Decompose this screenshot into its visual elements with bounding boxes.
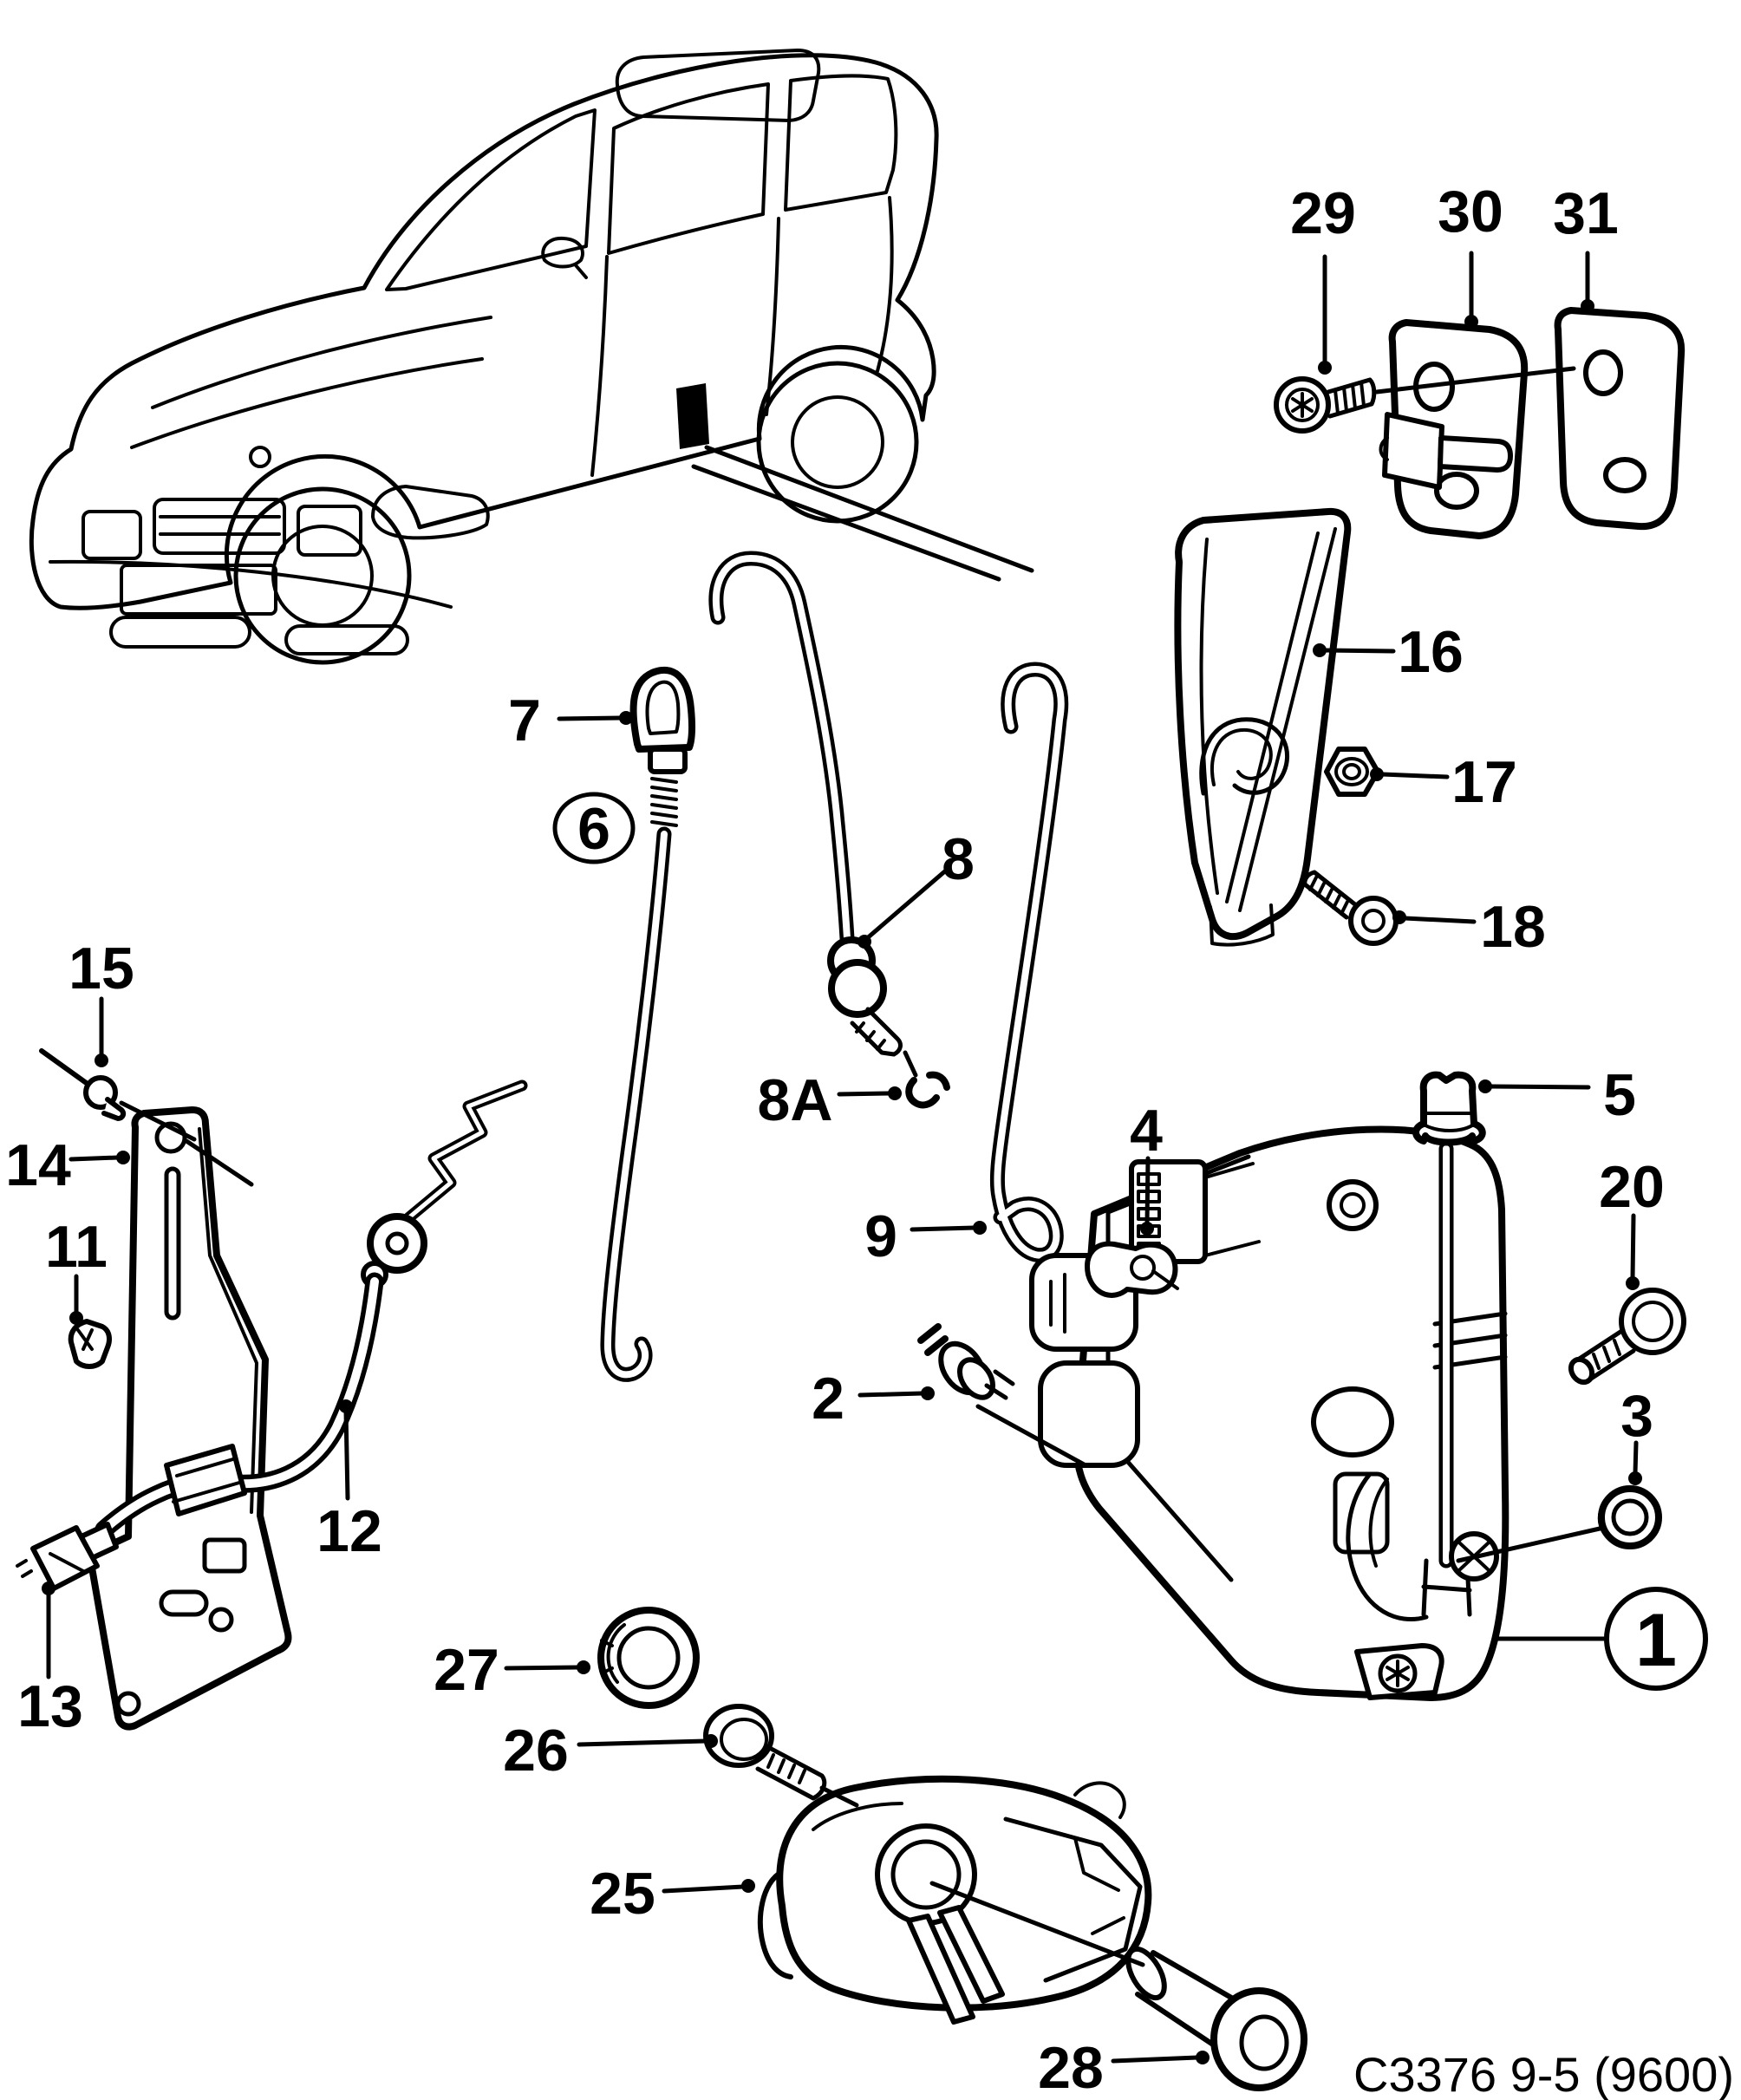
rear-door-window — [784, 74, 898, 212]
callout-6: 6 — [577, 796, 610, 862]
knob-rod — [608, 834, 664, 1374]
sunroof — [615, 49, 821, 122]
lock-trim-cover — [1174, 507, 1352, 947]
callout-13: 13 — [17, 1673, 83, 1739]
lock-cylinder-ring — [597, 1607, 700, 1709]
cylinder-screw — [703, 1704, 827, 1801]
side-mirror — [541, 236, 584, 269]
callout-31: 31 — [1553, 180, 1619, 246]
door-location-marker — [676, 383, 709, 449]
striker-shim — [1554, 307, 1686, 531]
lock-screw — [1568, 1288, 1686, 1386]
door-lock-assembly — [1029, 1125, 1510, 1701]
callout-11: 11 — [45, 1214, 108, 1280]
sealing-plug — [917, 1323, 1015, 1400]
callout-15: 15 — [68, 936, 134, 1001]
grommet — [1597, 1485, 1662, 1549]
callout-1-circled: 1 — [1604, 1587, 1708, 1691]
cover-screw — [1302, 870, 1399, 946]
front-wheel — [233, 486, 412, 665]
rod-bushing — [1412, 1071, 1486, 1146]
cable-eyelet — [367, 1213, 427, 1274]
callout-18: 18 — [1480, 894, 1546, 960]
license-plate — [120, 564, 277, 616]
retaining-clip — [1085, 1241, 1179, 1298]
callout-8a: 8A — [758, 1067, 833, 1133]
drawing-number: C3376 9-5 (9600) — [1353, 2047, 1734, 2100]
callout-14: 14 — [5, 1132, 71, 1198]
headlight — [371, 485, 490, 540]
callout-30: 30 — [1438, 179, 1503, 245]
callout-25: 25 — [590, 1861, 655, 1927]
small-clip — [68, 1319, 112, 1369]
location-leader-lines — [691, 445, 1034, 582]
callout-28: 28 — [1038, 2035, 1104, 2100]
windshield — [385, 108, 597, 291]
callout-7: 7 — [508, 688, 541, 753]
rear-door-seam — [765, 217, 780, 416]
callout-2: 2 — [812, 1366, 844, 1432]
assembly-lines — [119, 366, 1602, 1967]
callout-5: 5 — [1603, 1062, 1636, 1128]
callout-3: 3 — [1620, 1383, 1653, 1449]
lever-arm-hole — [1311, 1386, 1394, 1458]
callout-27: 27 — [434, 1637, 499, 1703]
grille — [153, 498, 286, 555]
callout-12: 12 — [316, 1498, 382, 1564]
callout-leaders — [42, 251, 1642, 2064]
car-illustration — [29, 49, 939, 665]
lock-knob — [629, 666, 696, 827]
rod-clip — [905, 1071, 950, 1109]
rod-ball-joint — [827, 936, 903, 1057]
callout-16: 16 — [1398, 619, 1464, 685]
callout-6-circled: 6 — [552, 792, 636, 864]
lock-cylinder-housing — [758, 1775, 1152, 2025]
callout-17: 17 — [1451, 749, 1517, 815]
callout-8: 8 — [942, 826, 975, 892]
callout-26: 26 — [503, 1718, 569, 1784]
callout-9: 9 — [864, 1203, 897, 1269]
spacer-sleeve — [1125, 1946, 1307, 2091]
hood-badge — [249, 446, 271, 468]
torx-bolt — [1274, 376, 1377, 434]
expander-rivet — [39, 1048, 127, 1121]
link-rod-inner — [716, 558, 903, 1057]
front-door-seam — [590, 255, 609, 477]
callout-4: 4 — [1130, 1098, 1163, 1164]
front-door-window — [607, 82, 770, 255]
flange-nut — [1324, 747, 1380, 797]
door-striker — [1379, 319, 1529, 539]
callout-29: 29 — [1290, 180, 1356, 246]
cable-connector — [30, 1525, 100, 1591]
mounting-bracket — [88, 1106, 292, 1731]
link-rod-outer — [997, 669, 1060, 1255]
callout-labels: 29 30 31 16 17 18 7 8 8A 9 15 14 11 12 1… — [5, 179, 1708, 2100]
callout-20: 20 — [1599, 1154, 1665, 1220]
lock-cable — [16, 1086, 522, 1591]
callout-1: 1 — [1635, 1599, 1677, 1682]
